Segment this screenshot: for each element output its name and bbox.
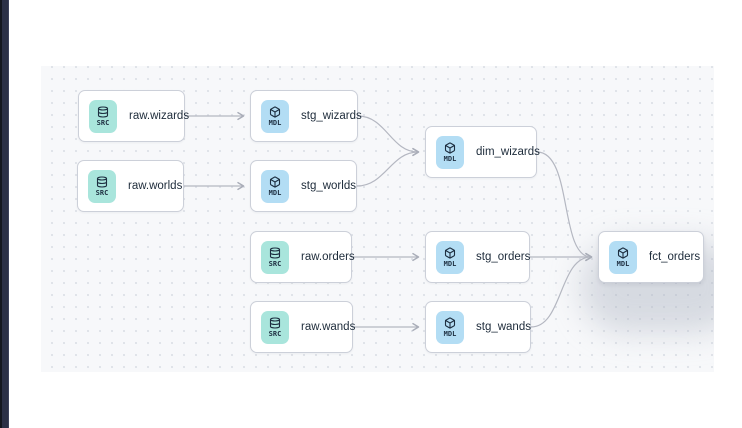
node-raw-worlds[interactable]: SRC raw.worlds: [77, 160, 184, 212]
badge-label: SRC: [268, 259, 282, 268]
badge-label: MDL: [268, 188, 282, 197]
node-label: stg_wands: [476, 321, 531, 333]
database-icon: [269, 246, 281, 259]
cube-icon: [269, 105, 281, 118]
database-icon: [96, 175, 108, 188]
badge-label: SRC: [96, 118, 110, 127]
database-icon: [269, 316, 281, 329]
badge-label: SRC: [95, 188, 109, 197]
node-label: raw.orders: [301, 251, 355, 263]
node-raw-wizards[interactable]: SRC raw.wizards: [78, 90, 189, 142]
database-icon: [97, 105, 109, 118]
edge-dim_wizards-fct_orders: [536, 151, 593, 262]
node-label: raw.worlds: [128, 180, 183, 192]
node-stg-wizards[interactable]: MDL stg_wizards: [250, 90, 362, 142]
node-stg-worlds[interactable]: MDL stg_worlds: [250, 160, 357, 212]
node-label: raw.wizards: [129, 110, 190, 122]
node-fct-orders[interactable]: MDL fct_orders: [598, 231, 704, 283]
node-raw-orders[interactable]: SRC raw.orders: [250, 231, 355, 283]
cube-icon: [444, 141, 456, 154]
badge-label: MDL: [443, 259, 457, 268]
model-type-badge: MDL: [261, 169, 289, 203]
cube-icon: [444, 246, 456, 259]
node-dim-wizards[interactable]: MDL dim_wizards: [425, 126, 540, 178]
badge-label: MDL: [616, 259, 630, 268]
cube-icon: [444, 316, 456, 329]
cube-icon: [269, 175, 281, 188]
source-type-badge: SRC: [89, 99, 117, 133]
model-type-badge: MDL: [609, 240, 637, 274]
badge-label: MDL: [443, 154, 457, 163]
source-type-badge: SRC: [261, 240, 289, 274]
window-edge-strip: [0, 0, 9, 428]
node-label: dim_wizards: [476, 146, 540, 158]
model-type-badge: MDL: [436, 240, 464, 274]
model-type-badge: MDL: [436, 310, 464, 344]
node-raw-wands[interactable]: SRC raw.wands: [250, 301, 356, 353]
edge-stg_worlds-dim_wizards: [356, 147, 420, 187]
source-type-badge: SRC: [261, 310, 289, 344]
node-label: stg_orders: [476, 251, 531, 263]
edge-stg_wands-fct_orders: [530, 252, 593, 328]
badge-label: MDL: [443, 329, 457, 338]
cube-icon: [617, 246, 629, 259]
badge-label: SRC: [268, 329, 282, 338]
lineage-canvas[interactable]: SRC raw.wizards MDL stg_wizards SRC raw.…: [41, 66, 714, 372]
model-type-badge: MDL: [436, 135, 464, 169]
badge-label: MDL: [268, 118, 282, 127]
edge-stg_wizards-dim_wizards: [357, 115, 420, 157]
edge-layer: [184, 111, 593, 332]
model-type-badge: MDL: [261, 99, 289, 133]
node-label: stg_worlds: [301, 180, 356, 192]
source-type-badge: SRC: [88, 169, 116, 203]
node-label: raw.wands: [301, 321, 356, 333]
node-stg-wands[interactable]: MDL stg_wands: [425, 301, 531, 353]
node-label: fct_orders: [649, 251, 701, 263]
node-label: stg_wizards: [301, 110, 362, 122]
node-stg-orders[interactable]: MDL stg_orders: [425, 231, 530, 283]
